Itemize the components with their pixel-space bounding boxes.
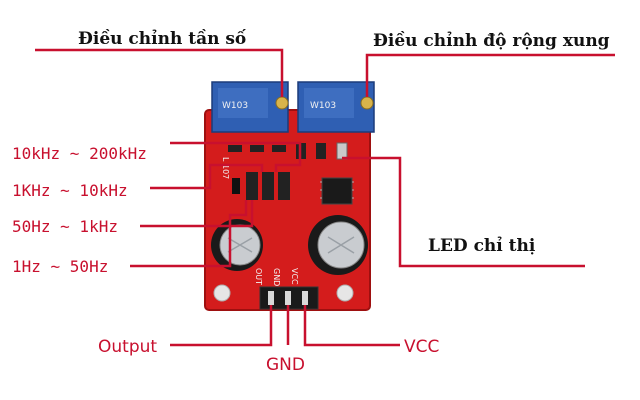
silk-pin-gnd: GND bbox=[272, 268, 281, 286]
label-output: Output bbox=[98, 337, 157, 357]
pointer-led bbox=[342, 156, 585, 268]
pointer-pulse bbox=[365, 53, 615, 97]
mounting-hole bbox=[213, 284, 231, 302]
label-range-1: 10kHz ~ 200kHz bbox=[12, 144, 147, 163]
label-freq-adjust: Điều chỉnh tần số bbox=[78, 29, 247, 49]
silk-pin-vcc: VCC bbox=[290, 268, 299, 285]
pin-header bbox=[259, 286, 319, 310]
label-led-indicator: LED chỉ thị bbox=[428, 236, 536, 256]
pointer-vcc bbox=[303, 305, 400, 347]
pointer-range-3 bbox=[140, 200, 254, 228]
pointer-freq bbox=[35, 48, 284, 97]
pointer-range-2 bbox=[150, 163, 264, 190]
pot-marking-left: W103 bbox=[222, 101, 248, 111]
pointer-lines bbox=[35, 48, 615, 347]
label-range-3: 50Hz ~ 1kHz bbox=[12, 217, 118, 236]
led-indicator-component bbox=[336, 142, 348, 160]
pointer-range-4 bbox=[130, 200, 248, 268]
freq-potentiometer: W103 bbox=[211, 81, 289, 133]
adjust-screw-freq bbox=[275, 96, 289, 110]
label-vcc: VCC bbox=[404, 337, 439, 357]
jumper-block bbox=[232, 172, 290, 200]
pointer-output bbox=[170, 305, 273, 347]
pot-marking-right: W103 bbox=[310, 101, 336, 111]
silk-pin-out: OUT bbox=[254, 268, 263, 285]
label-range-2: 1KHz ~ 10kHz bbox=[12, 181, 128, 200]
label-gnd: GND bbox=[266, 355, 305, 375]
adjust-screw-pulse bbox=[360, 96, 374, 110]
label-range-4: 1Hz ~ 50Hz bbox=[12, 257, 108, 276]
pulse-width-potentiometer: W103 bbox=[297, 81, 375, 133]
pcb-board: W103 W103 L 107 bbox=[204, 81, 375, 311]
board-body bbox=[204, 109, 371, 311]
silk-part-label: L 107 bbox=[221, 157, 230, 179]
ic-chip bbox=[320, 177, 354, 205]
label-pulse-width-adjust: Điều chỉnh độ rộng xung bbox=[373, 31, 610, 51]
capacitor-right bbox=[308, 215, 368, 275]
pointer-range-1 bbox=[170, 141, 302, 172]
mounting-hole bbox=[336, 284, 354, 302]
